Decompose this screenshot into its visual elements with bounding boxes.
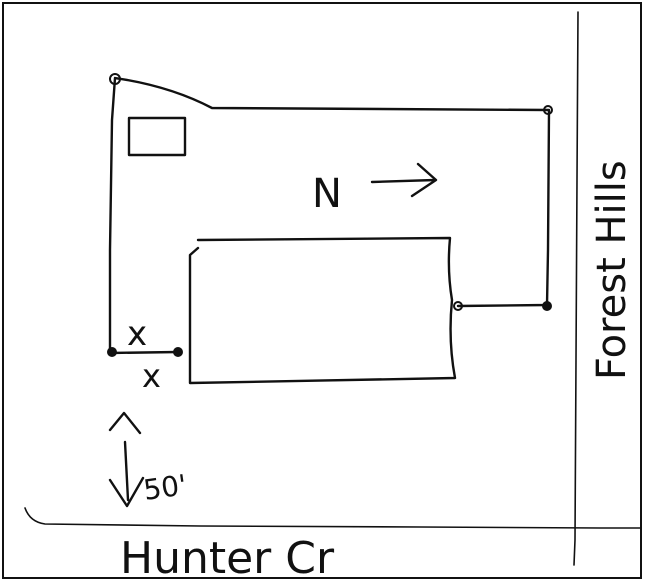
main-building [188,236,457,385]
lot-corner-marker [543,105,553,115]
lot-boundary [108,76,551,355]
hunter-cr-road-line [24,507,641,529]
lot-corner-marker [107,347,117,357]
point-mark: x [127,314,147,354]
lot-corner-marker [173,347,183,357]
street-label-bottom: Hunter Cr [120,533,335,581]
forest-hills-road-line [573,11,579,566]
north-label: N [312,171,342,217]
point-mark: x [142,357,161,395]
street-label-right: Forest Hills [589,160,635,380]
lot-corner-marker [542,301,552,311]
setback-label: 50' [141,468,188,507]
setback-arrow-icon [108,411,145,508]
lot-corner-marker [109,73,121,85]
small-structure [127,116,187,157]
lot-corner-marker [453,301,463,311]
north-arrow-icon [370,162,438,198]
